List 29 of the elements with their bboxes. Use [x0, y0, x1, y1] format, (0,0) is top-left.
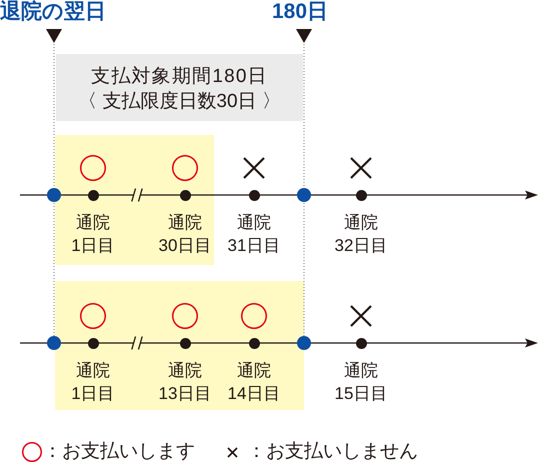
timeline-dot [47, 188, 61, 202]
timeline-dot [297, 188, 311, 202]
box-text: 〈 支払限度日数30日 〉 [78, 91, 281, 113]
timeline-dot [180, 338, 190, 348]
highlight-band [55, 281, 304, 410]
timeline-dot [356, 338, 366, 348]
visit-label: 通院 1日目 [71, 212, 115, 257]
legend-text: ：お支払いします [43, 440, 195, 462]
visit-label: 通院 15日目 [334, 360, 388, 405]
date-label: 退院の翌日 [0, 0, 106, 24]
visit-label: 通院 30日目 [158, 212, 212, 257]
timeline-dot [356, 190, 366, 200]
highlight-band [55, 135, 214, 265]
visit-label: 通院 13日目 [158, 360, 212, 405]
timeline-dot [47, 336, 61, 350]
visit-label: 通院 1日目 [71, 360, 115, 405]
period-box [56, 54, 303, 121]
visit-label: 通院 31日目 [228, 212, 280, 257]
visit-label: 通院 32日目 [334, 212, 388, 257]
timeline-dot [248, 190, 260, 200]
box-text: 支払対象期間180日 [91, 66, 268, 88]
date-label: 180日 [272, 0, 328, 24]
timeline-dot [88, 190, 98, 200]
timeline-dot [297, 336, 311, 350]
timeline-dot [248, 338, 260, 348]
legend-text: ：お支払いしません [247, 440, 418, 462]
timeline-dot [180, 190, 190, 200]
timeline-dot [88, 338, 98, 348]
visit-label: 通院 14日目 [228, 360, 280, 405]
